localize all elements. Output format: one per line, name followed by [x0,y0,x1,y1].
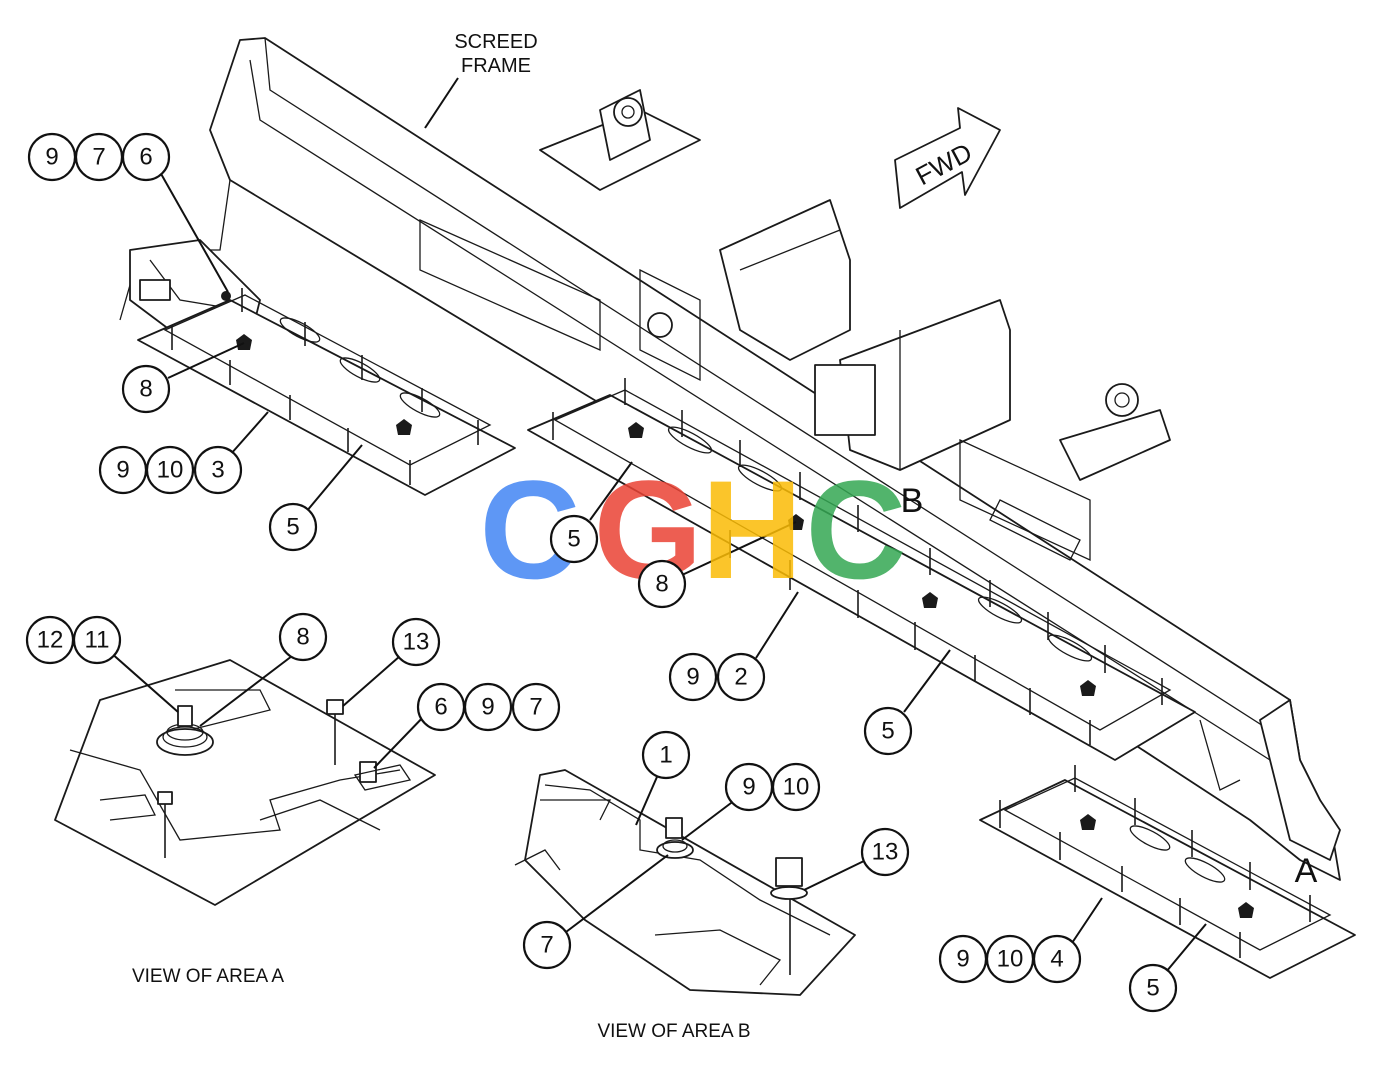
callout-balloon: 6 [121,132,171,182]
callout-balloon: 9 [463,682,513,732]
left-plate-assembly [137,288,516,496]
callout-group-right-4: 9 10 4 [938,934,1082,984]
callout-balloon: 9 [27,132,77,182]
callout-balloon: 7 [511,682,561,732]
svg-text:5: 5 [1146,975,1159,1002]
callout-group-top-left: 9 7 6 [27,132,171,182]
callout-view-a-8: 8 [278,612,328,662]
right-plate-assembly [979,765,1356,979]
callout-balloon: 4 [1032,934,1082,984]
svg-text:7: 7 [540,932,553,959]
svg-text:7: 7 [92,144,105,171]
callout-view-b-1: 1 [641,730,691,780]
fwd-arrow: FWD [894,107,1001,209]
watermark-letter-3: H [701,451,802,608]
area-b-marker: B [901,482,924,520]
svg-text:8: 8 [655,571,668,598]
callout-balloon: 10 [985,934,1035,984]
screed-frame-label-line1: SCREED [454,31,537,53]
svg-text:1: 1 [659,742,672,769]
callout-balloon: 3 [193,445,243,495]
watermark-letter-4: C [805,451,906,608]
svg-text:8: 8 [139,376,152,403]
leader-lines [109,77,1207,973]
callout-group-view-a-12-11: 12 11 [25,615,122,665]
screed-frame-label-line2: FRAME [461,55,531,77]
view-area-b-caption: VIEW OF AREA B [597,1021,750,1042]
callout-center-lower-5: 5 [863,706,913,756]
svg-text:8: 8 [296,624,309,651]
svg-text:11: 11 [85,627,110,654]
callout-balloon: 11 [72,615,122,665]
svg-text:3: 3 [211,457,224,484]
view-area-b-detail [514,769,856,996]
svg-text:9: 9 [686,664,699,691]
callout-group-left-3: 9 10 3 [98,445,243,495]
svg-text:10: 10 [157,457,184,484]
svg-text:6: 6 [434,694,447,721]
callout-balloon: 12 [25,615,75,665]
callout-center-5: 5 [549,514,599,564]
svg-text:5: 5 [881,718,894,745]
view-area-a-detail [54,659,436,906]
svg-text:7: 7 [529,694,542,721]
callout-left-8: 8 [121,364,171,414]
callout-group-view-b-9-10: 9 10 [724,762,821,812]
callout-view-b-7: 7 [522,920,572,970]
callout-balloon: 10 [771,762,821,812]
callout-balloon: 9 [98,445,148,495]
callout-balloon: 10 [145,445,195,495]
svg-text:5: 5 [567,526,580,553]
center-plate-assembly [527,378,1196,761]
svg-text:9: 9 [45,144,58,171]
callout-group-view-a-697: 6 9 7 [416,682,561,732]
callout-balloon: 9 [668,652,718,702]
svg-text:12: 12 [37,627,64,654]
svg-text:5: 5 [286,514,299,541]
area-a-marker: A [1295,852,1318,890]
watermark-logo: C G H C [479,451,906,608]
callout-left-5: 5 [268,502,318,552]
svg-text:9: 9 [481,694,494,721]
callout-balloon: 6 [416,682,466,732]
svg-text:2: 2 [734,664,747,691]
svg-text:13: 13 [403,629,430,656]
svg-text:10: 10 [783,774,810,801]
svg-text:9: 9 [742,774,755,801]
svg-text:6: 6 [139,144,152,171]
callout-group-center-2: 9 2 [668,652,766,702]
callout-balloon: 9 [938,934,988,984]
view-area-a-caption: VIEW OF AREA A [132,966,284,987]
svg-text:9: 9 [116,457,129,484]
callout-right-5: 5 [1128,963,1178,1013]
callout-view-a-13: 13 [391,617,441,667]
svg-text:13: 13 [872,839,899,866]
callout-view-b-13: 13 [860,827,910,877]
callout-center-8: 8 [637,559,687,609]
svg-text:4: 4 [1050,946,1063,973]
svg-text:9: 9 [956,946,969,973]
svg-text:10: 10 [997,946,1024,973]
callout-balloon: 9 [724,762,774,812]
callout-balloon: 7 [74,132,124,182]
callout-balloon: 2 [716,652,766,702]
